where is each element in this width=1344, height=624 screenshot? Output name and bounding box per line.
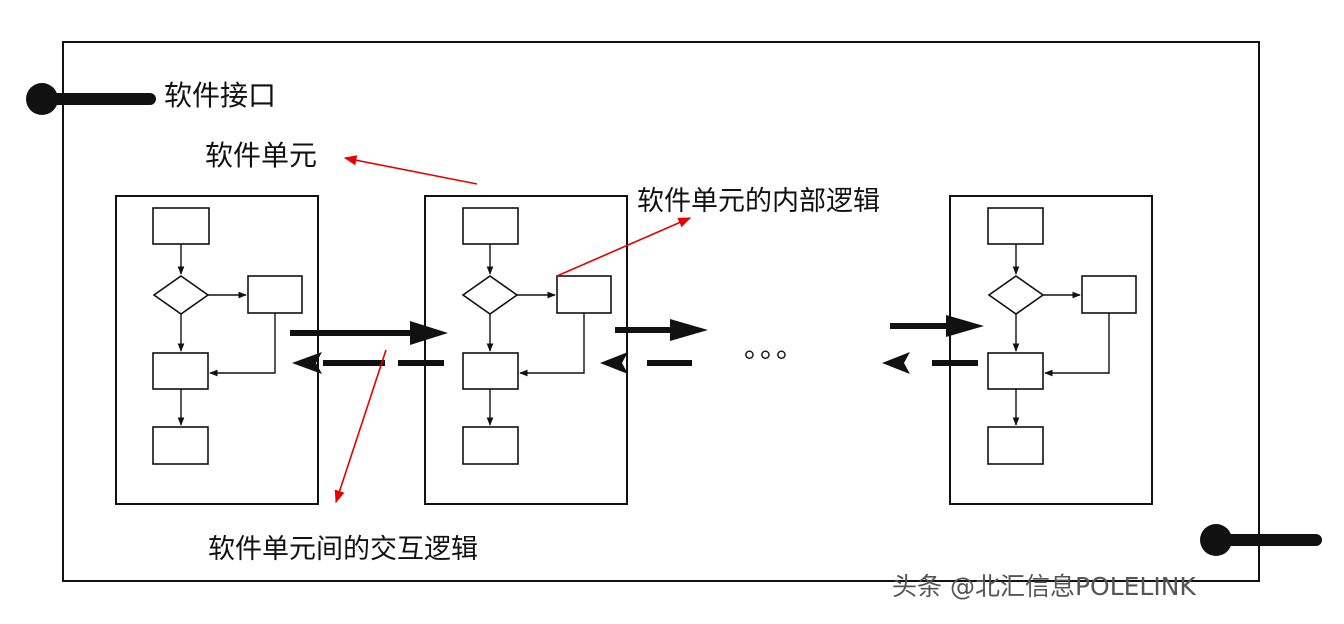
software-unit-2	[424, 195, 628, 505]
interaction-arrow-forward-3	[890, 315, 984, 337]
flow-box	[462, 207, 519, 245]
interaction-arrow-return-2	[600, 352, 692, 374]
system-boundary	[62, 41, 1260, 582]
flow-decision	[152, 275, 210, 315]
flow-box	[152, 426, 209, 465]
flow-box	[987, 352, 1044, 390]
flow-box	[152, 207, 210, 245]
interaction-arrow-return-3	[882, 352, 978, 374]
software-unit-1	[115, 195, 319, 505]
flow-decision	[987, 275, 1045, 315]
flow-box	[1081, 275, 1137, 314]
label-internal-logic: 软件单元的内部逻辑	[637, 186, 880, 217]
annotation-arrow-internal-logic	[556, 217, 692, 277]
label-software-unit: 软件单元	[205, 139, 318, 172]
interface-port-right	[1200, 524, 1322, 556]
label-software-interface: 软件接口	[164, 79, 277, 112]
flow-box	[987, 207, 1044, 245]
flow-box	[152, 352, 209, 390]
flow-decision	[461, 275, 519, 315]
label-interaction-logic: 软件单元间的交互逻辑	[208, 534, 478, 565]
flow-box	[462, 426, 519, 465]
annotation-arrow-interaction-logic	[334, 349, 387, 504]
interaction-arrow-forward-1	[290, 321, 448, 345]
interface-port-left	[26, 83, 156, 115]
flow-box	[247, 275, 303, 314]
interaction-arrow-return-1	[292, 352, 444, 374]
annotation-arrow-unit	[343, 155, 478, 185]
interaction-arrow-forward-2	[615, 319, 708, 341]
ellipsis: 。。。	[744, 331, 807, 364]
flow-box	[462, 352, 519, 390]
flow-box	[987, 426, 1044, 465]
flow-box	[556, 275, 612, 314]
watermark: 头条 @北汇信息POLELINK	[892, 572, 1196, 601]
software-unit-3	[949, 195, 1153, 505]
